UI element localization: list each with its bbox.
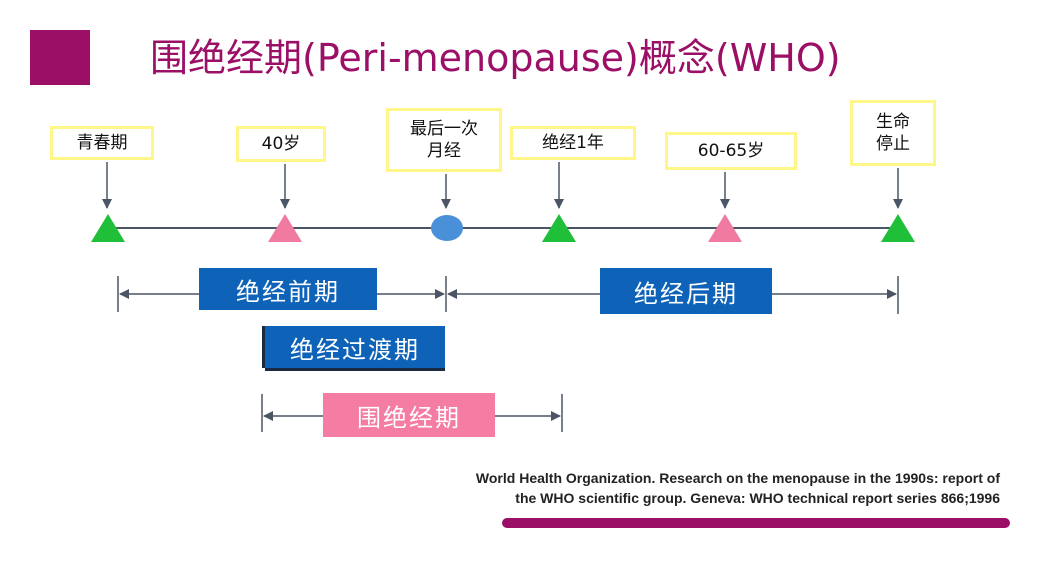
pink-triangle-marker (708, 214, 742, 242)
milestone-text: 最后一次 月经 (410, 118, 478, 161)
milestone-label-age-60-65: 60-65岁 (665, 132, 797, 170)
reference-line-2: the WHO scientific group. Geneva: WHO te… (515, 490, 1000, 506)
page-title: 围绝经期(Peri-menopause)概念(WHO) (150, 36, 841, 80)
milestone-text: 生命 停止 (876, 111, 910, 154)
accent-square (30, 30, 90, 85)
bottom-accent-bar (502, 518, 1010, 528)
period-premenopause: 绝经前期 (199, 268, 377, 310)
milestone-text: 青春期 (76, 132, 128, 153)
milestone-label-age-40: 40岁 (236, 126, 326, 162)
period-postmenopause: 绝经后期 (600, 268, 772, 314)
milestone-text: 40岁 (261, 133, 301, 154)
milestone-label-one-year-after-menopause: 绝经1年 (510, 126, 636, 160)
milestone-text: 60-65岁 (697, 140, 765, 161)
period-perimenopause: 围绝经期 (323, 393, 495, 437)
reference-line-1: World Health Organization. Research on t… (475, 470, 1000, 486)
reference-citation: World Health Organization. Research on t… (400, 468, 1000, 508)
milestone-label-end-of-life: 生命 停止 (850, 100, 936, 166)
green-triangle-marker (91, 214, 125, 242)
pink-triangle-marker (268, 214, 302, 242)
green-triangle-marker (542, 214, 576, 242)
blue-ellipse-marker (431, 215, 463, 241)
milestone-text: 绝经1年 (542, 132, 604, 153)
milestone-label-puberty: 青春期 (50, 126, 154, 160)
green-triangle-marker (881, 214, 915, 242)
milestone-label-final-menstrual-period: 最后一次 月经 (386, 108, 502, 172)
period-menopausal-transition: 绝经过渡期 (265, 326, 445, 368)
